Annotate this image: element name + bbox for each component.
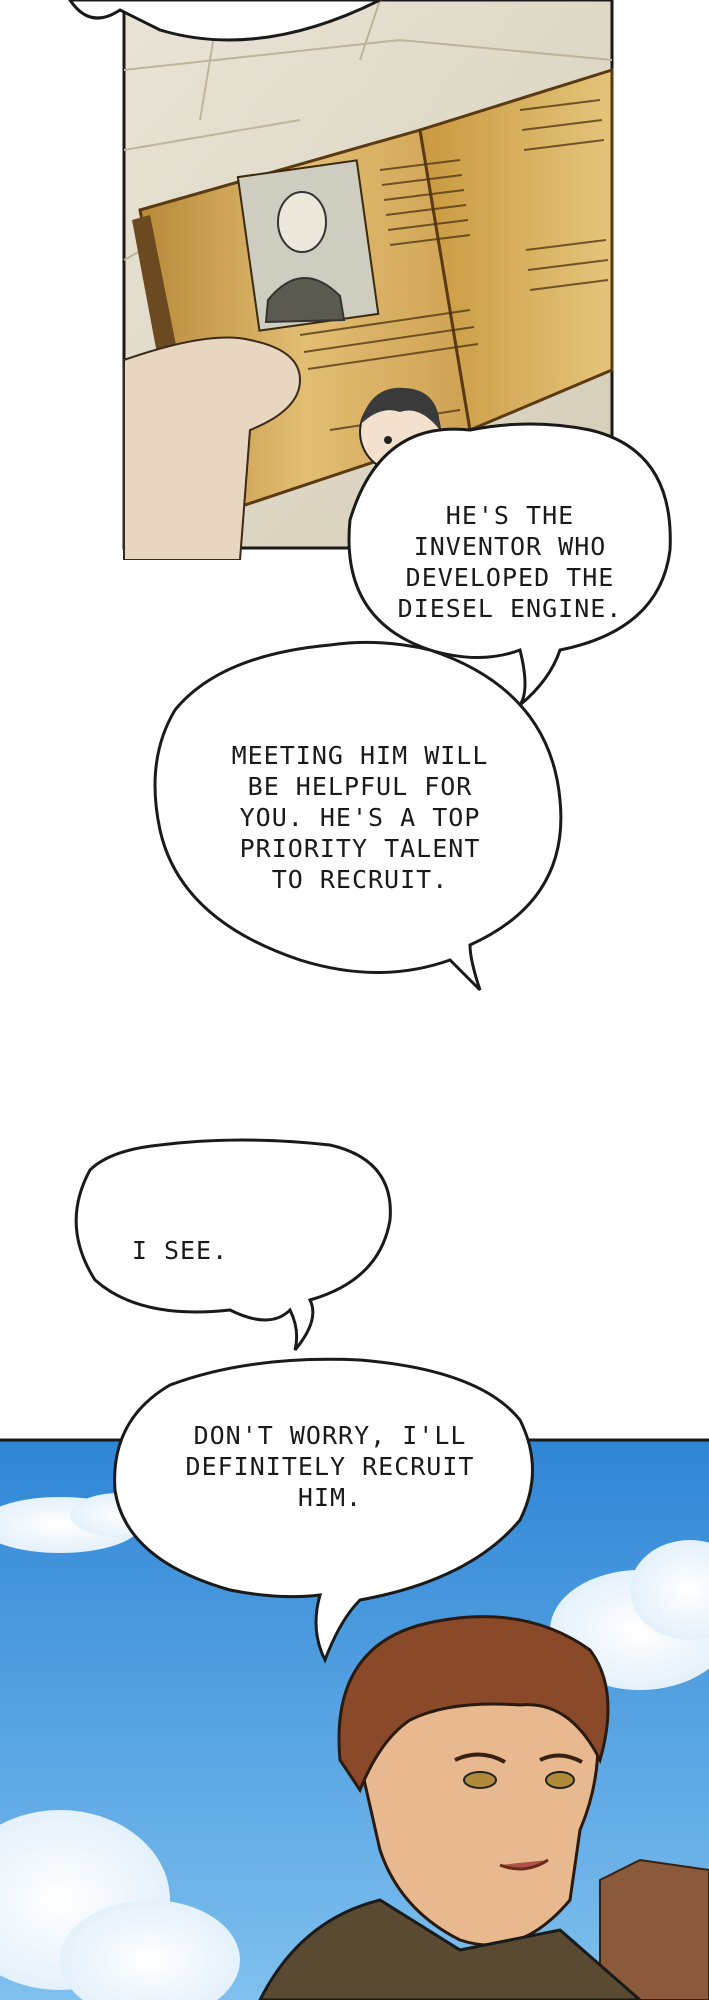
dialogue-inventor: HE'S THE INVENTOR WHO DEVELOPED THE DIES… xyxy=(397,501,623,623)
dialogue-meeting: MEETING HIM WILL BE HELPFUL FOR YOU. HE'… xyxy=(231,741,489,894)
speech-bubble-inventor xyxy=(347,422,672,707)
speech-bubble-i-see xyxy=(74,1138,392,1351)
speech-bubble-meeting xyxy=(153,640,563,992)
dialogue-dont-worry: DON'T WORRY, I'LL DEFINITELY RECRUIT HIM… xyxy=(185,1421,475,1512)
top-panel-book-scene xyxy=(68,0,614,560)
dialogue-i-see: I SEE. xyxy=(131,1236,229,1265)
speech-bubble-dont-worry xyxy=(113,1357,534,1664)
